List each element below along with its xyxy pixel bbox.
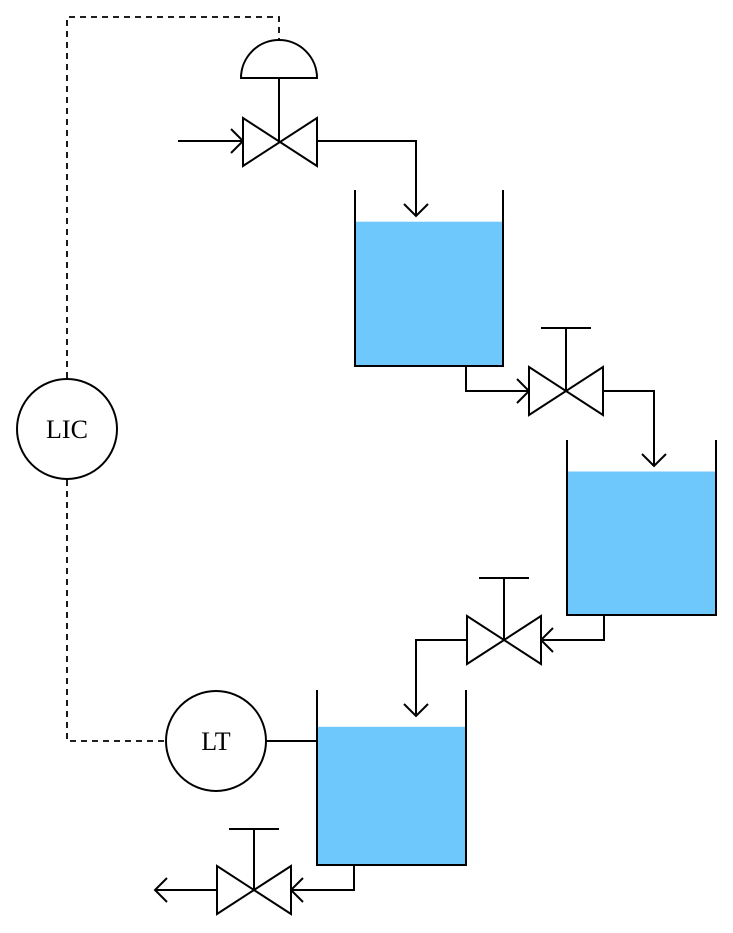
pipe-to-tank-2 (603, 390, 667, 468)
pipe-to-tank-3 (403, 639, 467, 718)
level-transmitter-bubble (165, 690, 267, 792)
tank-2 (566, 440, 717, 616)
manual-valve-1-body-icon (528, 365, 604, 417)
manual-valve-1-handwheel-icon (541, 327, 591, 391)
pipe-to-tank-3-arrow-icon (403, 703, 429, 718)
manual-valve-1 (528, 327, 604, 417)
tank-3-walls (316, 690, 467, 866)
discharge-arrow-icon (153, 877, 168, 903)
level-controller: LIC (16, 378, 118, 480)
level-controller-bubble (16, 378, 118, 480)
control-valve-actuator-icon (239, 39, 319, 79)
signal-line-transmitter-to-controller (66, 480, 165, 742)
manual-valve-3-body-icon (216, 864, 292, 916)
pipe-to-tank-1-arrow-icon (403, 203, 429, 218)
manual-valve-2-body-icon (466, 614, 542, 666)
pipe-tank-3-outlet (289, 865, 355, 903)
pipe-tank-2-outlet (539, 615, 605, 653)
level-transmitter-label: LT (201, 727, 230, 756)
level-controller-label: LIC (46, 415, 88, 444)
tank-1 (354, 190, 504, 367)
pipe-to-tank-2-arrow-icon (641, 453, 667, 468)
level-transmitter: LT (165, 690, 267, 792)
manual-valve-3-handwheel-icon (229, 828, 279, 890)
control-valve-body-icon (242, 116, 318, 168)
control-valve (239, 39, 319, 168)
signal-lines (66, 16, 280, 742)
signal-line-controller-to-valve (66, 16, 280, 378)
pipe-to-tank-1 (317, 140, 429, 218)
tank-1-walls (354, 190, 504, 367)
tank-2-walls (566, 440, 717, 616)
tank-1-liquid (355, 221, 503, 366)
tank-3-liquid (317, 726, 466, 866)
manual-valve-2-handwheel-icon (479, 577, 529, 640)
manual-valve-3 (216, 828, 292, 916)
manual-valve-2 (466, 577, 542, 666)
discharge-pipe (153, 877, 217, 903)
inlet-pipe (178, 128, 245, 154)
pipe-tank-1-outlet (465, 366, 531, 404)
tank-2-liquid (567, 471, 716, 615)
tank-3 (316, 690, 467, 866)
